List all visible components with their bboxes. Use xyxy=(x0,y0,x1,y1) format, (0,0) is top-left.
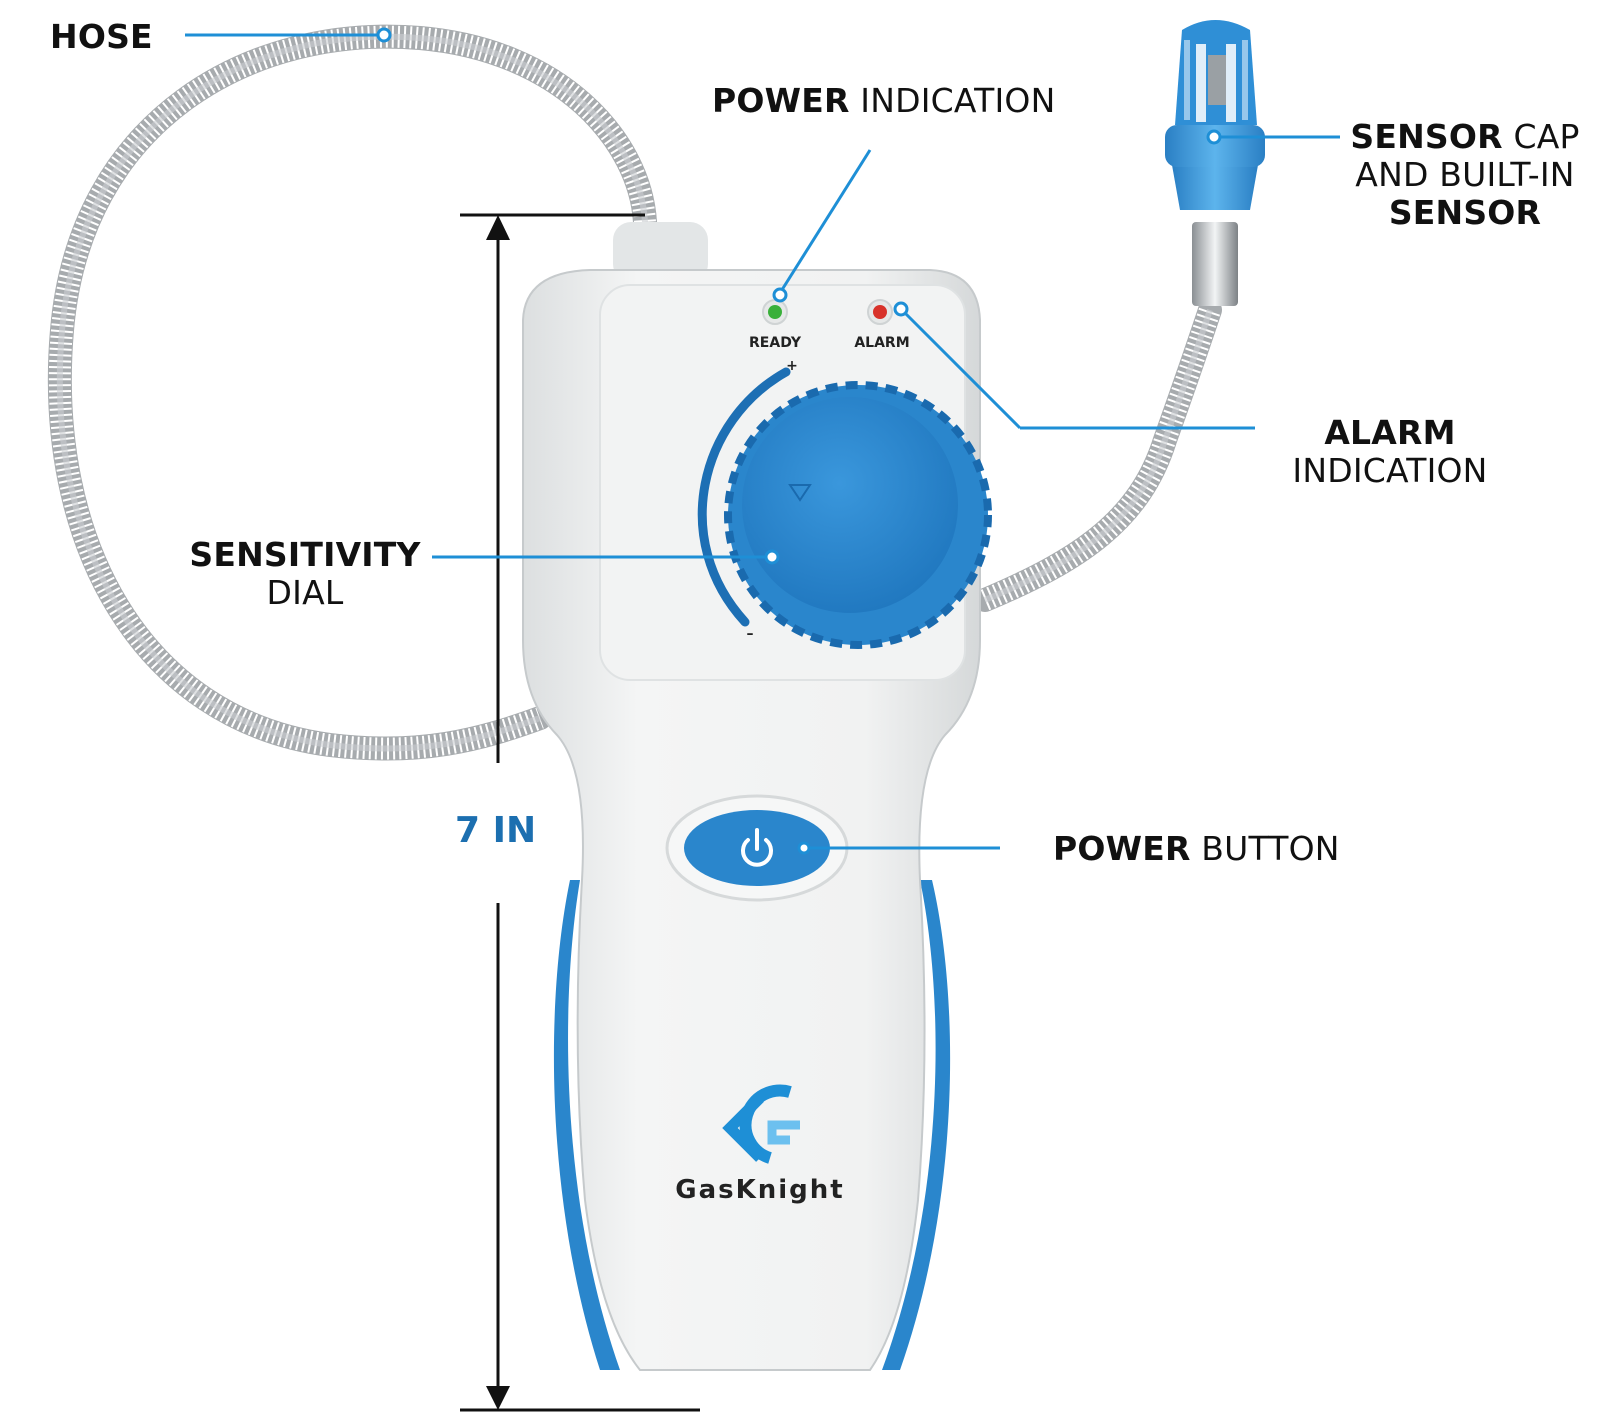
power-button[interactable] xyxy=(665,794,849,902)
hose-label: HOSE xyxy=(50,17,153,56)
alarm-led-label: ALARM xyxy=(854,335,909,351)
power-icon xyxy=(741,828,773,867)
dial-plus-label: + xyxy=(786,358,798,374)
sensor-cap xyxy=(1165,20,1265,306)
sensitivity-arc xyxy=(697,367,791,627)
alarm-led xyxy=(867,299,893,325)
dimension-marker xyxy=(460,213,700,1412)
sensitivity-dial[interactable] xyxy=(724,381,992,649)
alarm-indication-label: ALARM INDICATION xyxy=(1292,413,1488,490)
brand-logo: GasKnight xyxy=(675,1084,844,1205)
dimension-label: 7 IN xyxy=(455,810,537,851)
power-indication-label: POWER INDICATION xyxy=(712,81,1056,120)
sensor-label: SENSOR CAP AND BUILT-IN SENSOR xyxy=(1350,117,1580,232)
callout-lines xyxy=(185,27,1340,855)
power-button-label: POWER BUTTON xyxy=(1053,829,1340,868)
ready-label: READY xyxy=(749,335,802,351)
hose xyxy=(47,24,1222,761)
ready-led xyxy=(762,299,788,325)
sensitivity-dial-label: SENSITIVITY DIAL xyxy=(189,535,421,612)
brand-name: GasKnight xyxy=(675,1175,844,1205)
dial-minus-label: – xyxy=(747,626,754,642)
